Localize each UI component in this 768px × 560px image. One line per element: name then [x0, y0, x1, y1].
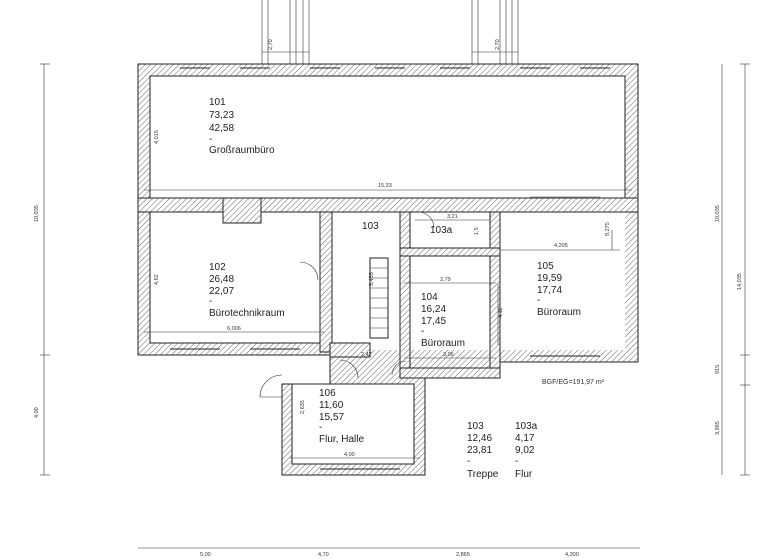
dim-text: 2,70 — [495, 39, 501, 50]
dim-text: 3,985 — [715, 421, 721, 435]
dim-text: 2,635 — [300, 400, 306, 414]
legend-103a-area2: 9,02 — [515, 445, 535, 456]
dim-text: 4,00 — [34, 407, 40, 418]
room-101-dash: - — [209, 134, 212, 145]
room-102-area2: 22,07 — [209, 286, 234, 297]
room-106-name: Flur, Halle — [319, 434, 364, 445]
legend-103a-number: 103a — [515, 421, 538, 432]
legend-103-area1: 12,46 — [467, 433, 492, 444]
room-103a-label: 103a — [430, 225, 453, 236]
dim-text: 2,865 — [456, 552, 470, 558]
dim-text: 14,035 — [737, 273, 743, 290]
room-106-number: 106 — [319, 388, 336, 399]
room-101-label: 101 73,23 42,58 - Großraumbüro — [209, 97, 275, 156]
dim-text: 2,42 — [361, 352, 372, 358]
room-102-area1: 26,48 — [209, 274, 234, 285]
room-104-dash: - — [421, 326, 424, 337]
dimension-lines — [40, 63, 750, 549]
dim-text: 915 — [715, 365, 721, 374]
dim-text: 4,205 — [554, 243, 568, 249]
dim-text: 3,05 — [443, 352, 454, 358]
dim-text: 2,70 — [268, 39, 274, 50]
room-102-label: 102 26,48 22,07 - Bürotechnikraum — [209, 262, 285, 319]
dim-text: 10,035 — [715, 205, 721, 222]
dim-text: 3,21 — [447, 214, 458, 220]
legend-103a-area1: 4,17 — [515, 433, 535, 444]
interior-walls — [137, 197, 639, 379]
room-105-number: 105 — [537, 261, 554, 272]
dim-text: 4,015 — [154, 130, 160, 144]
legend-103-number: 103 — [467, 421, 484, 432]
room-106-dash: - — [319, 422, 322, 433]
dim-text: 10,035 — [34, 205, 40, 222]
legend-col-103: 103 12,46 23,81 - Treppe — [467, 421, 499, 480]
total-area-label: BGF/EG=191,97 m² — [542, 379, 605, 386]
dimension-texts: 15,33 6,006 4,205 2,79 3,21 3,05 2,42 4,… — [34, 39, 743, 558]
room-105-name: Büroraum — [537, 307, 581, 318]
room-104-area2: 17,45 — [421, 316, 446, 327]
dim-text: 2,79 — [440, 277, 451, 283]
room-101-name: Großraumbüro — [209, 145, 275, 156]
dim-text: 4,300 — [565, 552, 579, 558]
room-105-dash: - — [537, 295, 540, 306]
legend-103a-dash: - — [515, 456, 518, 467]
room-105-area1: 19,59 — [537, 273, 562, 284]
room-102-number: 102 — [209, 262, 226, 273]
room-104-number: 104 — [421, 292, 438, 303]
dim-text: 5,00 — [200, 552, 211, 558]
room-106-label: 106 11,60 15,57 - Flur, Halle — [319, 388, 364, 445]
top-extensions — [261, 0, 519, 64]
room-105-area2: 17,74 — [537, 285, 562, 296]
room-101-area1: 73,23 — [209, 110, 234, 121]
doors — [259, 211, 435, 398]
legend-col-103a: 103a 4,17 9,02 - Flur — [515, 421, 538, 480]
room-102-dash: - — [209, 296, 212, 307]
dim-text: 5,435 — [369, 272, 375, 286]
room-106-area1: 11,60 — [319, 400, 344, 411]
dim-text: 15,33 — [378, 183, 392, 189]
room-103-label: 103 — [362, 221, 379, 232]
dim-text: 4,70 — [318, 552, 329, 558]
dim-text: 4,62 — [154, 274, 160, 285]
dim-text: 6,006 — [227, 326, 241, 332]
room-106-area2: 15,57 — [319, 412, 344, 423]
legend-103-area2: 23,81 — [467, 445, 492, 456]
legend-103a-name: Flur — [515, 469, 533, 480]
dim-text: 4,00 — [344, 452, 355, 458]
room-101-number: 101 — [209, 97, 226, 108]
room-101-area2: 42,58 — [209, 123, 234, 134]
dim-text: 1,5 — [474, 227, 480, 235]
legend-103-name: Treppe — [467, 469, 499, 480]
dim-text: 9,275 — [605, 222, 611, 236]
legend-103-dash: - — [467, 456, 470, 467]
room-104-label: 104 16,24 17,45 - Büroraum — [421, 292, 465, 349]
room-104-area1: 16,24 — [421, 304, 446, 315]
room-104-name: Büroraum — [421, 338, 465, 349]
room-102-name: Bürotechnikraum — [209, 308, 285, 319]
windows — [170, 67, 610, 470]
dim-text: 4,12 — [498, 307, 504, 318]
room-105-label: 105 19,59 17,74 - Büroraum — [537, 261, 581, 318]
